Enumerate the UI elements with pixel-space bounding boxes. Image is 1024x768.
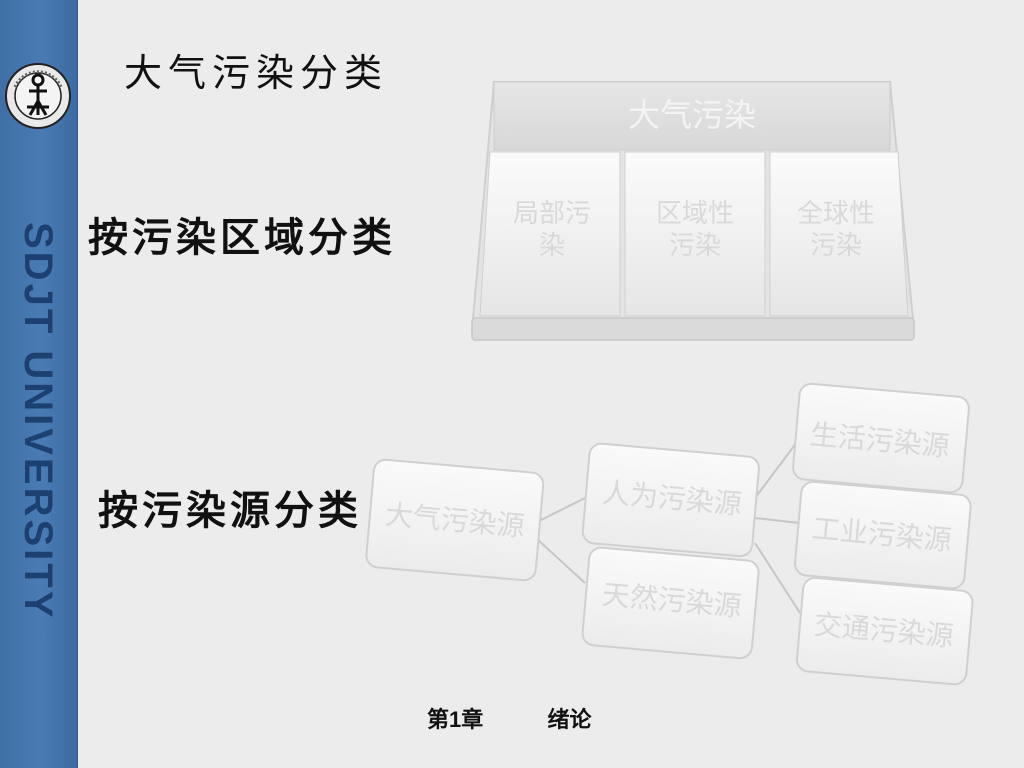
sidebar: SDJT UNIVERSITY — [0, 0, 78, 768]
tree-node-industrial: 工业污染源 — [794, 480, 972, 590]
tree-node-domestic: 生活污染源 — [792, 382, 970, 494]
sidebar-university-text: SDJT UNIVERSITY — [16, 222, 60, 621]
region-column-global: 全球性污染 — [769, 151, 909, 317]
footer: 第1章 绪论 — [427, 702, 592, 734]
tree-node-human: 人为污染源 — [581, 442, 760, 558]
source-classification-diagram: 大气污染源 人为污染源 天然污染源 生活污染源 工业污染源 交通污染源 — [365, 382, 974, 686]
region-column-regional-text: 区域性污染 — [656, 199, 734, 261]
region-header-box — [493, 81, 891, 151]
region-classification-diagram: 大气污染 局部污染 区域性污染 全球性污染 — [470, 81, 916, 341]
region-column-local-line1: 局部污染 — [513, 199, 591, 261]
region-header-text: 大气污染 — [628, 96, 756, 134]
page-title: 大气污染分类 — [124, 51, 389, 95]
label-by-source: 按污染源分类 — [98, 487, 362, 534]
footer-chapter: 第1章 — [427, 707, 484, 732]
university-logo-icon — [3, 57, 73, 135]
tree-node-natural: 天然污染源 — [581, 546, 760, 660]
tree-node-traffic: 交通污染源 — [795, 576, 974, 686]
footer-section: 绪论 — [547, 707, 592, 732]
label-by-region: 按污染区域分类 — [88, 214, 396, 261]
region-column-local: 局部污染 — [479, 151, 621, 317]
tree-node-root: 大气污染源 — [365, 458, 545, 582]
region-column-regional: 区域性污染 — [624, 151, 766, 317]
region-column-global-text: 全球性污染 — [797, 199, 875, 261]
